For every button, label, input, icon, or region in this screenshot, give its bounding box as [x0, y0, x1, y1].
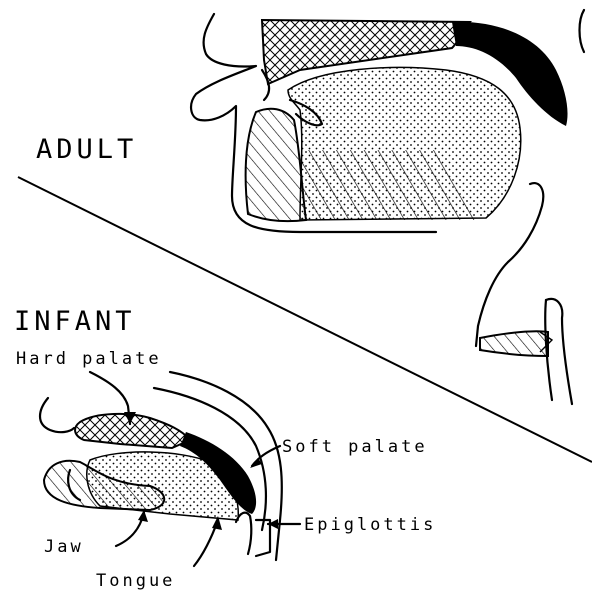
label-epiglottis: Epiglottis [304, 515, 436, 535]
infant-hard-palate [75, 414, 190, 448]
adult-pharynx [580, 10, 585, 52]
label-jaw: Jaw [44, 537, 84, 557]
label-infant: INFANT [14, 306, 136, 337]
adult-jaw [246, 109, 306, 221]
label-soft-palate: Soft palate [282, 437, 428, 457]
infant-epiglottis [236, 513, 251, 554]
label-adult: ADULT [36, 134, 137, 165]
infant-face-outline [40, 398, 74, 432]
label-hard-palate: Hard palate [16, 349, 162, 369]
adult-larynx [480, 331, 548, 356]
adult-section [191, 10, 584, 404]
infant-section [40, 372, 282, 560]
label-tongue: Tongue [96, 571, 175, 591]
